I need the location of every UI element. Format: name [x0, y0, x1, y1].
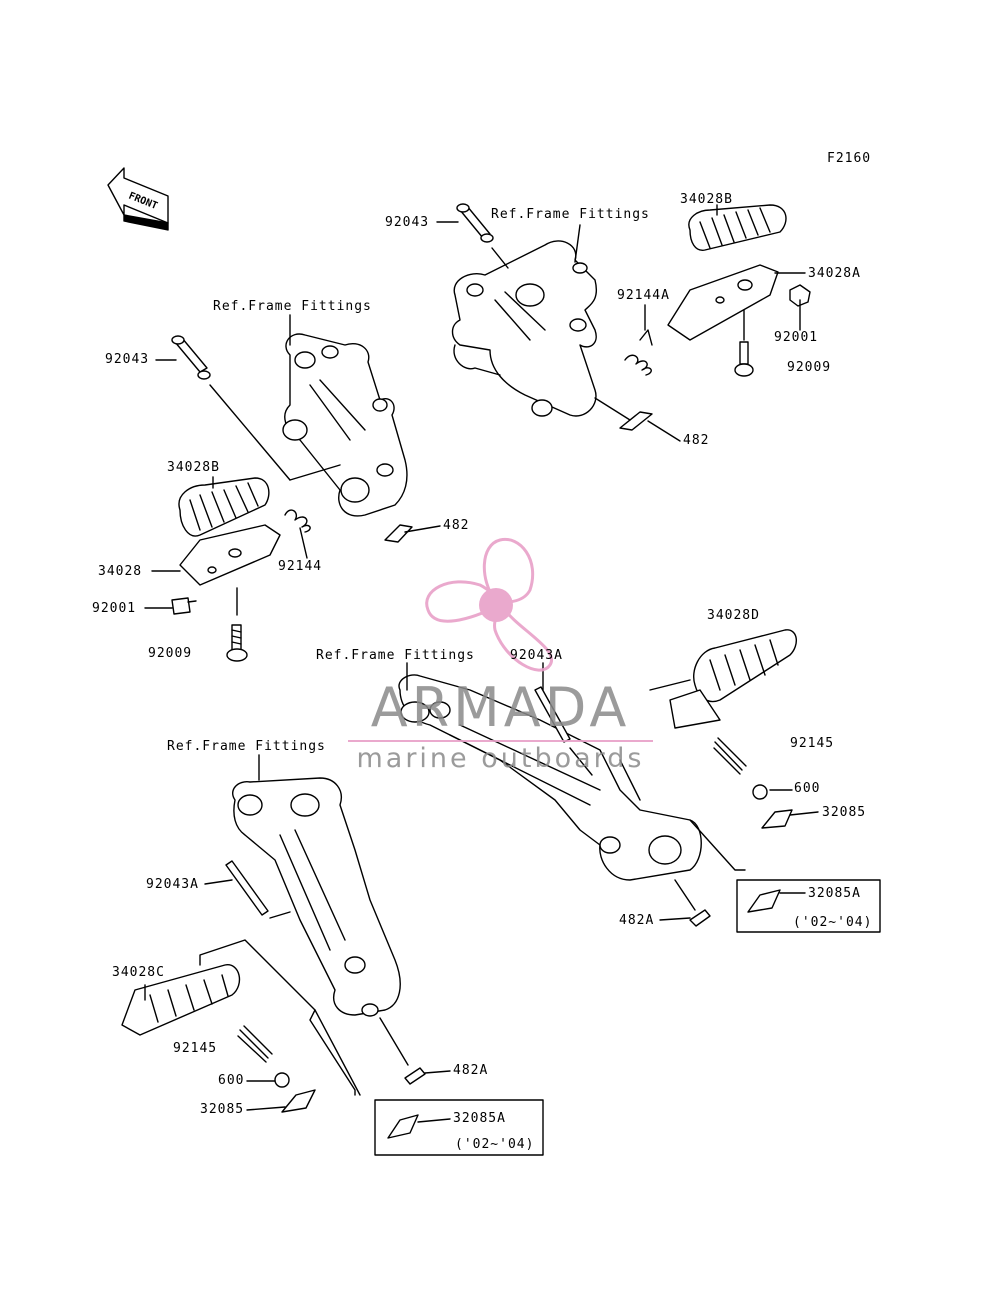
right-footrest-bracket [451, 240, 597, 417]
label-34028B-left: 34028B [167, 460, 220, 475]
label-years-right: ('02~'04) [793, 915, 873, 930]
label-482A-right: 482A [619, 913, 655, 928]
footpeg-rubber-34028B-left [178, 477, 270, 537]
pin-92043-right [456, 203, 494, 243]
label-482-right: 482 [683, 433, 710, 448]
figure-code: F2160 [827, 151, 872, 166]
rear-footrest-bracket-left [232, 777, 401, 1017]
footpeg-holder-34028 [179, 524, 281, 586]
watermark-divider [348, 740, 653, 742]
label-92001-right: 92001 [774, 330, 819, 345]
ball-600-left [274, 1072, 290, 1088]
label-ref-frame-fittings-right: Ref.Frame Fittings [491, 207, 650, 222]
label-482-left: 482 [443, 518, 470, 533]
detent-32085A-left [387, 1114, 419, 1139]
bolt-92001-left [171, 597, 197, 615]
detent-32085-right [761, 809, 793, 829]
label-92009-left: 92009 [148, 646, 193, 661]
leader-lines [144, 204, 819, 1123]
label-92144: 92144 [278, 559, 323, 574]
label-600-left: 600 [218, 1073, 245, 1088]
washer-482A-right [689, 909, 711, 927]
detent-32085-left [281, 1089, 316, 1113]
footpeg-34028D [669, 629, 797, 729]
pin-92043A-left [225, 860, 269, 916]
watermark-subtitle: marine outboards [356, 743, 645, 774]
bolt-92009-left [226, 624, 248, 662]
spring-92145-left [237, 1025, 273, 1063]
inset-box-right [736, 879, 881, 933]
nut-92001-right [789, 284, 811, 307]
label-32085A-right: 32085A [808, 886, 861, 901]
label-34028B-right: 34028B [680, 192, 733, 207]
label-34028: 34028 [98, 564, 143, 579]
footpeg-34028C [121, 964, 241, 1036]
label-ref-frame-fittings-lower-left: Ref.Frame Fittings [167, 739, 326, 754]
label-34028C: 34028C [112, 965, 165, 980]
label-92043A-left: 92043A [146, 877, 199, 892]
label-92009-right: 92009 [787, 360, 832, 375]
left-footrest-bracket [282, 333, 408, 517]
label-482A-left: 482A [453, 1063, 489, 1078]
label-92145-left: 92145 [173, 1041, 218, 1056]
spring-92144 [284, 509, 311, 533]
label-92144A: 92144A [617, 288, 670, 303]
ball-600-right [752, 784, 768, 800]
label-32085A-left: 32085A [453, 1111, 506, 1126]
label-32085-left: 32085 [200, 1102, 245, 1117]
spring-92145-right [713, 737, 747, 775]
spring-92144A [624, 329, 653, 376]
label-34028A: 34028A [808, 266, 861, 281]
front-arrow-icon: FRONT [107, 167, 169, 231]
label-600-right: 600 [794, 781, 821, 796]
footpeg-holder-34028A [667, 264, 779, 341]
label-92001-left: 92001 [92, 601, 137, 616]
label-ref-frame-fittings-left: Ref.Frame Fittings [213, 299, 372, 314]
label-ref-frame-fittings-center: Ref.Frame Fittings [316, 648, 475, 663]
inset-box-left [374, 1099, 544, 1156]
footpeg-rubber-34028B-right [688, 204, 787, 251]
detent-32085A-right [747, 889, 781, 913]
watermark-title: ARMADA [370, 676, 631, 739]
washer-482A-left [404, 1067, 426, 1085]
washer-482-left [384, 524, 413, 543]
label-32085-right: 32085 [822, 805, 867, 820]
label-92043-right: 92043 [385, 215, 430, 230]
label-years-left: ('02~'04) [455, 1137, 535, 1152]
label-92043-left: 92043 [105, 352, 150, 367]
label-92043A-right: 92043A [510, 648, 563, 663]
bolt-92009-right [734, 341, 754, 377]
watermark-logo-icon [425, 537, 554, 672]
washer-482-right [619, 411, 653, 431]
label-92145-right: 92145 [790, 736, 835, 751]
pin-92043A-right [534, 686, 571, 743]
pin-92043-left [171, 335, 211, 380]
label-34028D: 34028D [707, 608, 760, 623]
rear-footrest-bracket-right [398, 674, 702, 881]
